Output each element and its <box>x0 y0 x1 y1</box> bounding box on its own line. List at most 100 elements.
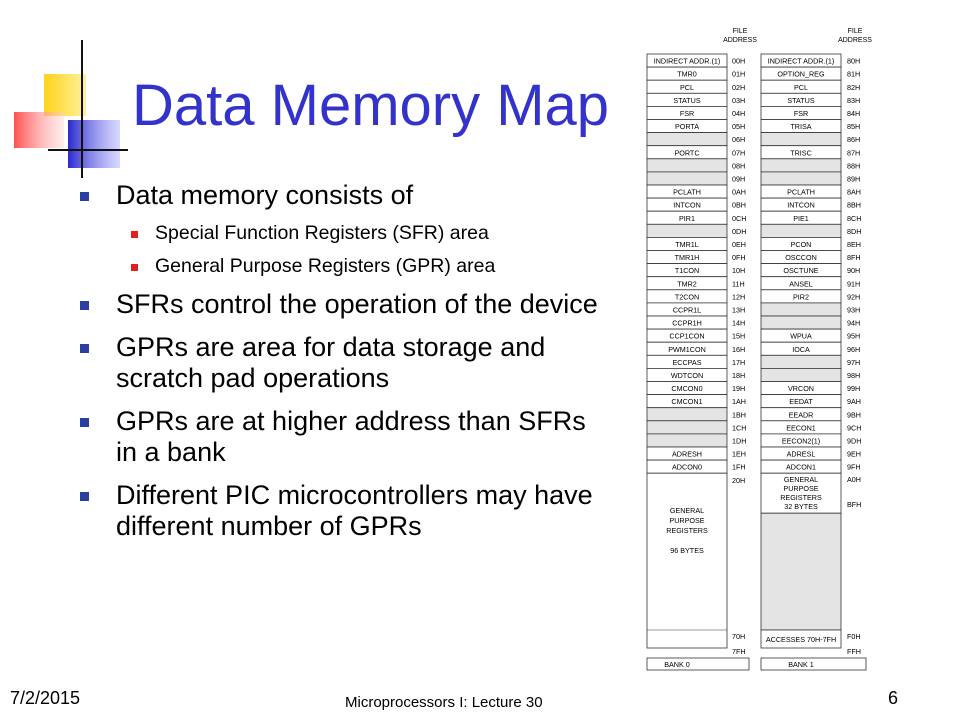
register-address: 1FH <box>732 463 746 472</box>
register-name: VRCON <box>788 384 814 393</box>
register-address: 9CH <box>847 423 861 432</box>
access-block <box>760 629 842 649</box>
register-address: 04H <box>732 109 745 118</box>
register-address: 1BH <box>732 410 746 419</box>
corner-decoration <box>0 0 130 180</box>
register-name: CMCON1 <box>671 397 702 406</box>
register-name: CMCON0 <box>671 384 702 393</box>
register-address: 06H <box>732 135 745 144</box>
register-name: CCP1CON <box>669 332 704 341</box>
register-name: PIR1 <box>679 214 695 223</box>
register-address: 8CH <box>847 214 861 223</box>
register-name: STATUS <box>673 96 700 105</box>
register-cell <box>760 367 842 382</box>
register-address: 86H <box>847 135 860 144</box>
register-address: 8FH <box>847 253 861 262</box>
register-address: 8BH <box>847 201 861 210</box>
sub-bullet-item: General Purpose Registers (GPR) area <box>80 256 565 277</box>
register-cell <box>646 420 728 435</box>
register-name: OSCTUNE <box>783 266 818 275</box>
register-cell <box>646 171 728 186</box>
register-name: EEADR <box>789 410 814 419</box>
page-number: 6 <box>888 688 899 708</box>
register-address: 17H <box>732 358 745 367</box>
register-name: INDIRECT ADDR.(1) <box>654 57 721 66</box>
gpr-label: GENERAL <box>670 506 704 515</box>
register-name: TMR0 <box>677 70 697 79</box>
register-name: PORTA <box>675 122 699 131</box>
register-address: 07H <box>732 148 745 157</box>
access-label: ACCESSES 70H-7FH <box>766 635 836 644</box>
register-address: 8AH <box>847 188 861 197</box>
register-address: 9DH <box>847 437 861 446</box>
register-name: STATUS <box>787 96 814 105</box>
register-cell <box>760 171 842 186</box>
register-name: ADCON0 <box>672 463 702 472</box>
register-address: 91H <box>847 279 860 288</box>
register-address: 19H <box>732 384 745 393</box>
gpr-label: GENERAL <box>784 475 818 484</box>
register-name: PIE1 <box>793 214 809 223</box>
register-address: 88H <box>847 161 860 170</box>
register-address: 99H <box>847 384 860 393</box>
register-address: 08H <box>732 161 745 170</box>
register-address: 89H <box>847 175 860 184</box>
register-address: 13H <box>732 306 745 315</box>
register-name: INTCON <box>787 201 815 210</box>
register-cell <box>760 315 842 330</box>
register-address: 84H <box>847 109 860 118</box>
bullet-item: SFRs control the operation of the device <box>80 289 600 320</box>
register-address: 12H <box>732 292 745 301</box>
register-name: ECCPAS <box>672 358 701 367</box>
register-address: 05H <box>732 122 745 131</box>
register-address: 0BH <box>732 201 746 210</box>
register-cell <box>646 223 728 238</box>
register-name: PCL <box>680 83 694 92</box>
register-address: 16H <box>732 345 745 354</box>
register-cell <box>760 354 842 369</box>
bullet-item: GPRs are at higher address than SFRs in … <box>80 406 600 468</box>
register-cell <box>646 132 728 147</box>
register-name: PCLATH <box>673 188 701 197</box>
register-name: WPUA <box>790 332 812 341</box>
register-name: WDTCON <box>671 371 703 380</box>
register-address: 70H <box>732 632 745 641</box>
sub-bullet-item: Special Function Registers (SFR) area <box>80 223 565 244</box>
register-name: PCL <box>794 83 808 92</box>
register-name: PORTC <box>674 148 699 157</box>
gpr-block-bank0 <box>646 472 728 649</box>
register-name: ANSEL <box>789 279 813 288</box>
register-name: ADCON1 <box>786 463 816 472</box>
bank-label-box <box>646 657 750 671</box>
register-address: FFH <box>847 647 861 656</box>
file-address-header: ADDRESS <box>723 37 757 44</box>
register-address: 82H <box>847 83 860 92</box>
register-name: CCPR1L <box>673 306 701 315</box>
register-name: OSCCON <box>785 253 817 262</box>
bullet-item: Different PIC microcontrollers may have … <box>80 480 600 542</box>
register-name: TRISA <box>790 122 811 131</box>
register-cell <box>760 158 842 173</box>
register-address: 09H <box>732 175 745 184</box>
register-cell <box>646 158 728 173</box>
register-name: ADRESL <box>787 450 816 459</box>
register-name: PCLATH <box>787 188 815 197</box>
register-address: F0H <box>847 632 861 641</box>
register-address: 8EH <box>847 240 861 249</box>
slide-title: Data Memory Map <box>132 73 610 138</box>
register-address: BFH <box>847 500 861 509</box>
register-address: 9FH <box>847 463 861 472</box>
register-name: FSR <box>794 109 808 118</box>
register-cell <box>760 132 842 147</box>
bank1-label: BANK 1 <box>788 660 814 669</box>
register-address: 90H <box>847 266 860 275</box>
bank-label-box <box>760 657 867 671</box>
file-address-header-bank1: FILE <box>848 28 863 35</box>
gpr-label: PURPOSE <box>783 484 818 493</box>
register-address: 83H <box>847 96 860 105</box>
register-address: 80H <box>847 57 860 66</box>
gpr-label: PURPOSE <box>669 516 704 525</box>
register-address: 9EH <box>847 450 861 459</box>
register-address: 1CH <box>732 423 746 432</box>
